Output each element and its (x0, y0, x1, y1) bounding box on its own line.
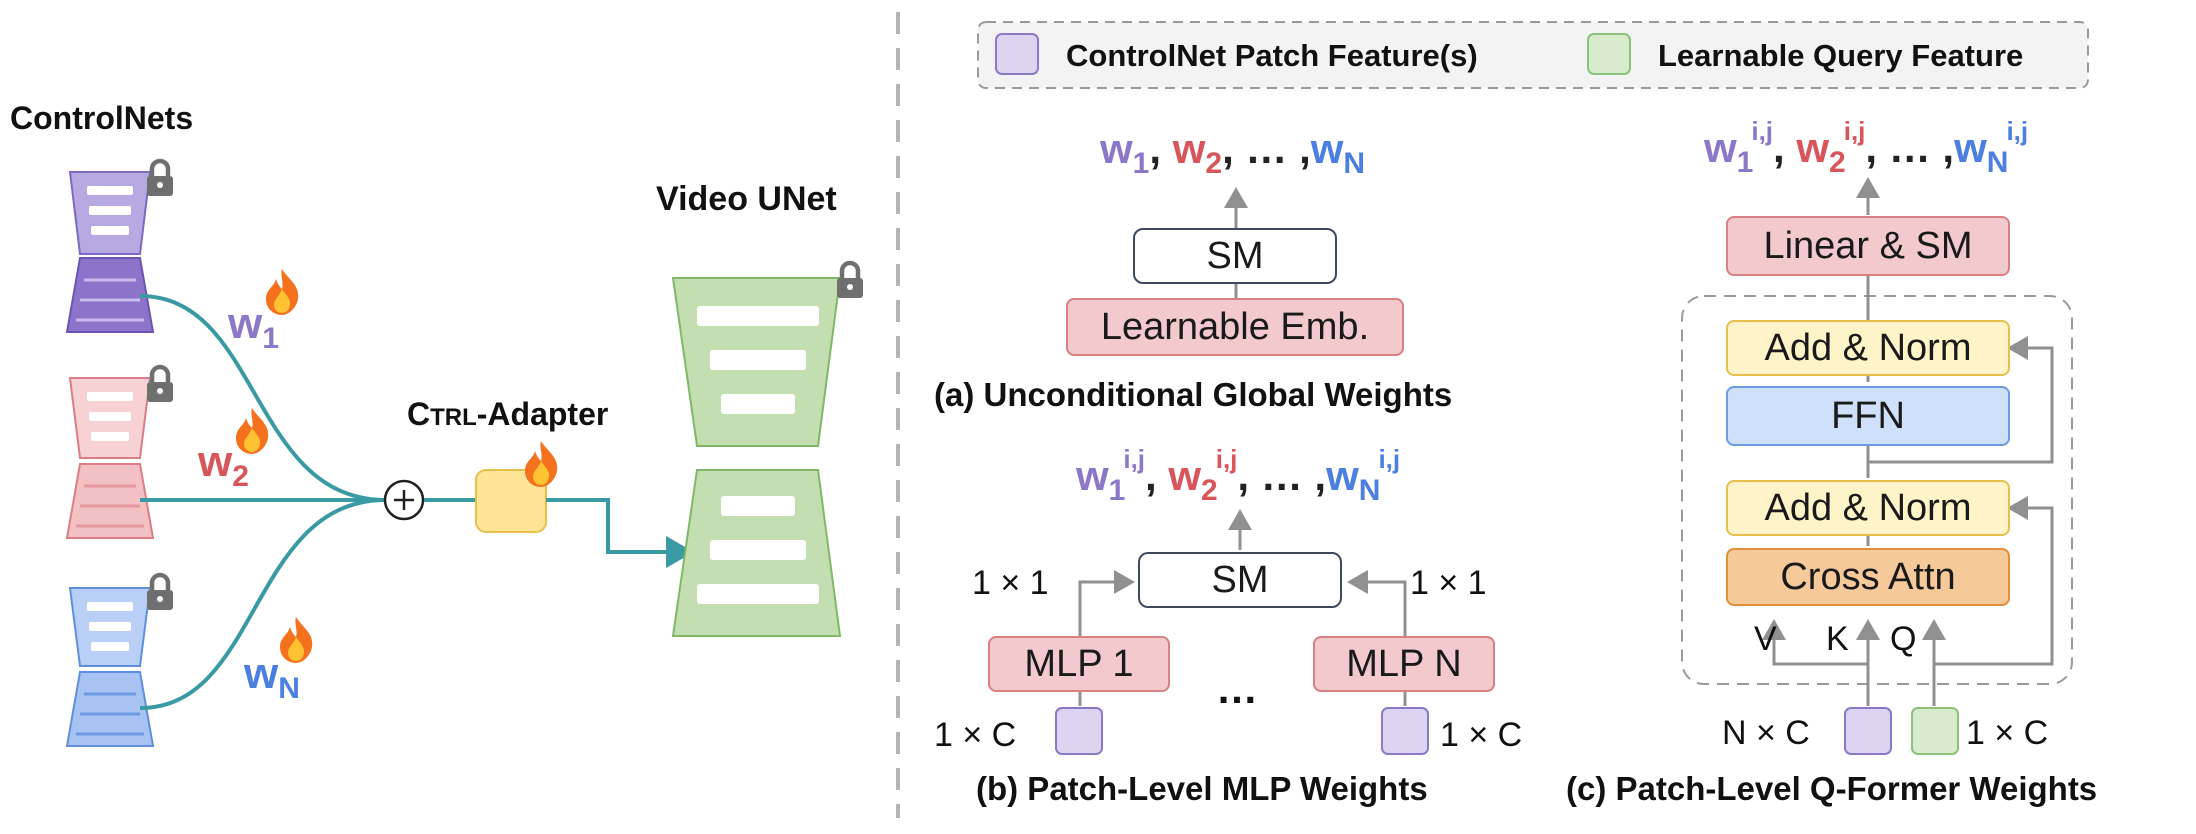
dim-1-c: 1 × C (1966, 714, 2049, 752)
query-feature (1911, 707, 1959, 755)
linear-sm-block: Linear & SM (1726, 216, 2010, 276)
patch-feature-right (1381, 707, 1429, 755)
controlnets-title: ControlNets (10, 100, 194, 136)
mlp-1-block: MLP 1 (988, 636, 1170, 692)
dim-n-c: N × C (1722, 714, 1810, 752)
dim-left-bottom: 1 × C (934, 716, 1017, 754)
weight-label-n: wN (244, 649, 300, 705)
panel-c-caption: (c) Patch-Level Q-Former Weights (1566, 770, 2098, 807)
legend-patch-swatch (995, 33, 1039, 75)
video-unet-title: Video UNet (656, 180, 837, 218)
dim-left-top: 1 × 1 (972, 564, 1049, 602)
controlnet-2-shape (65, 377, 155, 539)
controlnet-3-shape (65, 587, 155, 747)
patch-features (1844, 707, 1892, 755)
connection-3 (139, 498, 385, 710)
legend-query-swatch (1587, 33, 1631, 75)
qformer-block-border (1681, 295, 2073, 685)
cross-attn-block: Cross Attn (1726, 548, 2010, 606)
weight-label-1: w1 (228, 299, 279, 355)
ffn-block: FFN (1726, 386, 2010, 446)
lock-icon (147, 161, 173, 196)
legend-box (977, 21, 2089, 89)
ctrl-adapter-title: CTRL-Adapter (407, 396, 609, 432)
q-label: Q (1890, 620, 1917, 658)
weight-label-2: w2 (198, 437, 249, 493)
learnable-emb-block: Learnable Emb. (1066, 298, 1404, 356)
add-norm-bottom-block: Add & Norm (1726, 480, 2010, 536)
lock-icon (147, 575, 173, 610)
lock-icon (837, 263, 863, 298)
dim-right-bottom: 1 × C (1440, 716, 1523, 754)
panel-a-output-weights: w1, w2, … ,wN (1100, 125, 1366, 180)
k-label: K (1826, 620, 1849, 658)
panel-b-output-weights: w1i,j, w2i,j, … ,wNi,j (1076, 444, 1401, 507)
patch-feature-left (1055, 707, 1103, 755)
legend-query-label: Learnable Query Feature (1658, 38, 2024, 73)
panel-b-caption: (b) Patch-Level MLP Weights (976, 770, 1428, 807)
add-norm-top-block: Add & Norm (1726, 320, 2010, 376)
dim-right-top: 1 × 1 (1410, 564, 1487, 602)
video-unet-shape (671, 277, 842, 637)
panel-a-sm-block: SM (1133, 228, 1337, 284)
v-label: V (1754, 620, 1777, 658)
flame-icon (525, 441, 558, 487)
panel-b-sm-block: SM (1138, 552, 1342, 608)
panel-c-output-weights: w1i,j, w2i,j, … ,wNi,j (1704, 116, 2029, 179)
mlp-n-block: MLP N (1313, 636, 1495, 692)
mlp-ellipsis: … (1216, 665, 1258, 712)
panel-a-caption: (a) Unconditional Global Weights (934, 376, 1453, 413)
connection-1 (139, 294, 385, 502)
lock-icon (147, 367, 173, 402)
legend-patch-label: ControlNet Patch Feature(s) (1066, 38, 1478, 73)
controlnet-1-shape (65, 171, 155, 333)
